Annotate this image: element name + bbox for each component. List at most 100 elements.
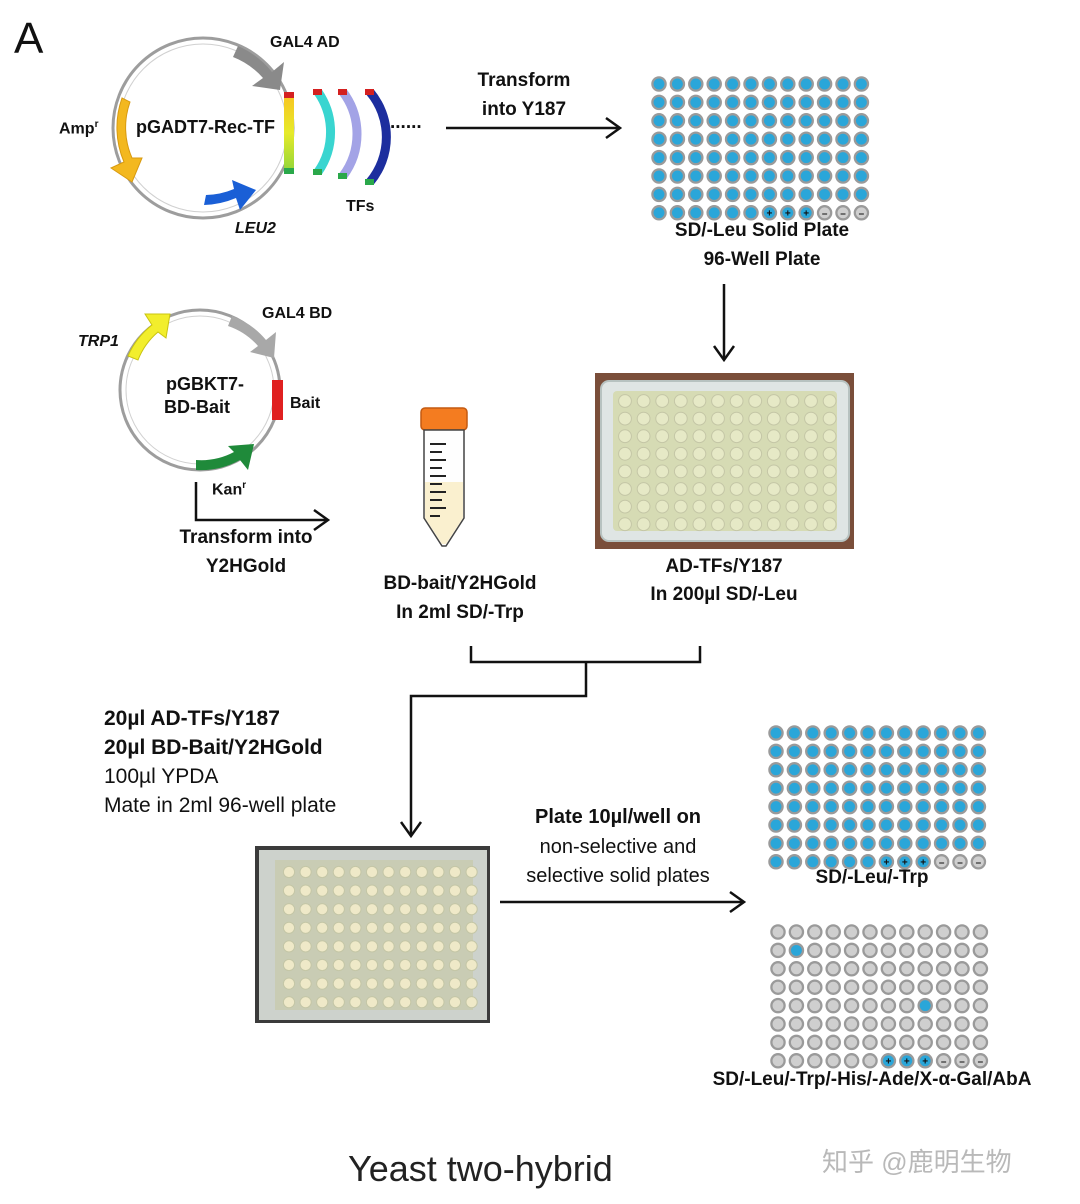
photo-well	[673, 482, 688, 496]
well	[805, 835, 821, 852]
photo-well	[399, 940, 412, 953]
well	[816, 186, 833, 203]
well	[899, 1016, 915, 1032]
well	[688, 149, 704, 166]
well	[706, 205, 722, 221]
control-sign: –	[957, 857, 963, 868]
well	[823, 743, 839, 760]
well	[805, 725, 821, 741]
well	[706, 131, 722, 147]
photo-well	[822, 499, 837, 514]
photo-well	[655, 411, 670, 426]
well	[768, 835, 784, 852]
well	[897, 762, 913, 778]
photo-well	[465, 977, 478, 990]
kan-label: Kanr	[212, 480, 247, 499]
photo-well	[804, 411, 818, 426]
photo-well	[692, 394, 707, 408]
well	[788, 1016, 805, 1032]
well	[862, 961, 878, 977]
photo-well	[432, 996, 445, 1009]
well	[669, 131, 686, 147]
well	[706, 113, 722, 129]
figure-title: Yeast two-hybrid	[348, 1148, 613, 1189]
well	[724, 186, 741, 203]
well	[743, 94, 759, 111]
photo-well	[636, 429, 651, 444]
well	[688, 94, 704, 111]
well	[935, 1016, 952, 1032]
well	[862, 1034, 878, 1051]
well	[768, 743, 784, 760]
photo-well	[766, 429, 781, 444]
photo-well	[365, 996, 379, 1009]
photo-well	[415, 903, 428, 916]
well	[743, 113, 759, 129]
well	[688, 168, 704, 184]
well	[688, 131, 704, 147]
well	[788, 979, 805, 995]
well	[761, 149, 778, 166]
well	[860, 835, 876, 852]
well	[899, 979, 915, 995]
well	[915, 762, 931, 778]
photo-well	[804, 517, 818, 532]
photo-well	[349, 977, 362, 990]
well	[743, 131, 759, 147]
photo-well	[785, 464, 800, 479]
well	[843, 1016, 860, 1032]
panel-label: A	[14, 14, 44, 63]
well	[780, 168, 796, 184]
photo-well	[399, 977, 412, 990]
photo-well	[766, 517, 781, 532]
photo-well	[618, 411, 632, 426]
photo-well	[332, 996, 345, 1009]
well	[954, 979, 970, 995]
plate3-wells: +++–––	[770, 924, 989, 1069]
plates-group: +++–––+++–––+++–––	[651, 76, 989, 1069]
photo-well	[465, 996, 478, 1009]
well	[843, 997, 860, 1014]
photo-well	[332, 884, 345, 897]
well	[880, 1034, 897, 1051]
well	[970, 725, 987, 741]
well	[669, 186, 686, 203]
well	[798, 76, 814, 92]
well	[825, 1016, 841, 1032]
photo-well	[282, 903, 296, 916]
well	[669, 94, 686, 111]
well	[651, 168, 667, 184]
control-sign: +	[920, 857, 926, 868]
gal4-bd-arrow	[228, 316, 276, 358]
well	[954, 942, 970, 959]
well	[878, 780, 895, 796]
well	[897, 817, 913, 833]
well	[860, 743, 876, 760]
well	[933, 817, 950, 833]
photo-well	[655, 429, 670, 444]
well	[933, 725, 950, 741]
well	[743, 76, 759, 92]
well	[862, 997, 878, 1014]
well	[816, 149, 833, 166]
well	[780, 94, 796, 111]
well	[843, 961, 860, 977]
photo-well	[673, 446, 688, 461]
well	[761, 94, 778, 111]
well	[825, 961, 841, 977]
photo-well	[729, 517, 744, 532]
photo-well	[349, 903, 362, 916]
well	[843, 979, 860, 995]
photo-well	[415, 865, 428, 879]
plate2-label: SD/-Leu/-Trp	[815, 867, 929, 888]
mating-line-1: 20µl AD-TFs/Y187	[104, 707, 280, 730]
well	[952, 798, 968, 815]
well	[651, 205, 667, 221]
well	[786, 854, 803, 870]
well	[935, 1034, 952, 1051]
mating-recipe: 20µl AD-TFs/Y187 20µl BD-Bait/Y2HGold 10…	[104, 704, 336, 820]
well	[915, 725, 931, 741]
photo-well	[748, 429, 763, 444]
photo-well	[332, 865, 345, 879]
photo-well	[432, 865, 445, 879]
